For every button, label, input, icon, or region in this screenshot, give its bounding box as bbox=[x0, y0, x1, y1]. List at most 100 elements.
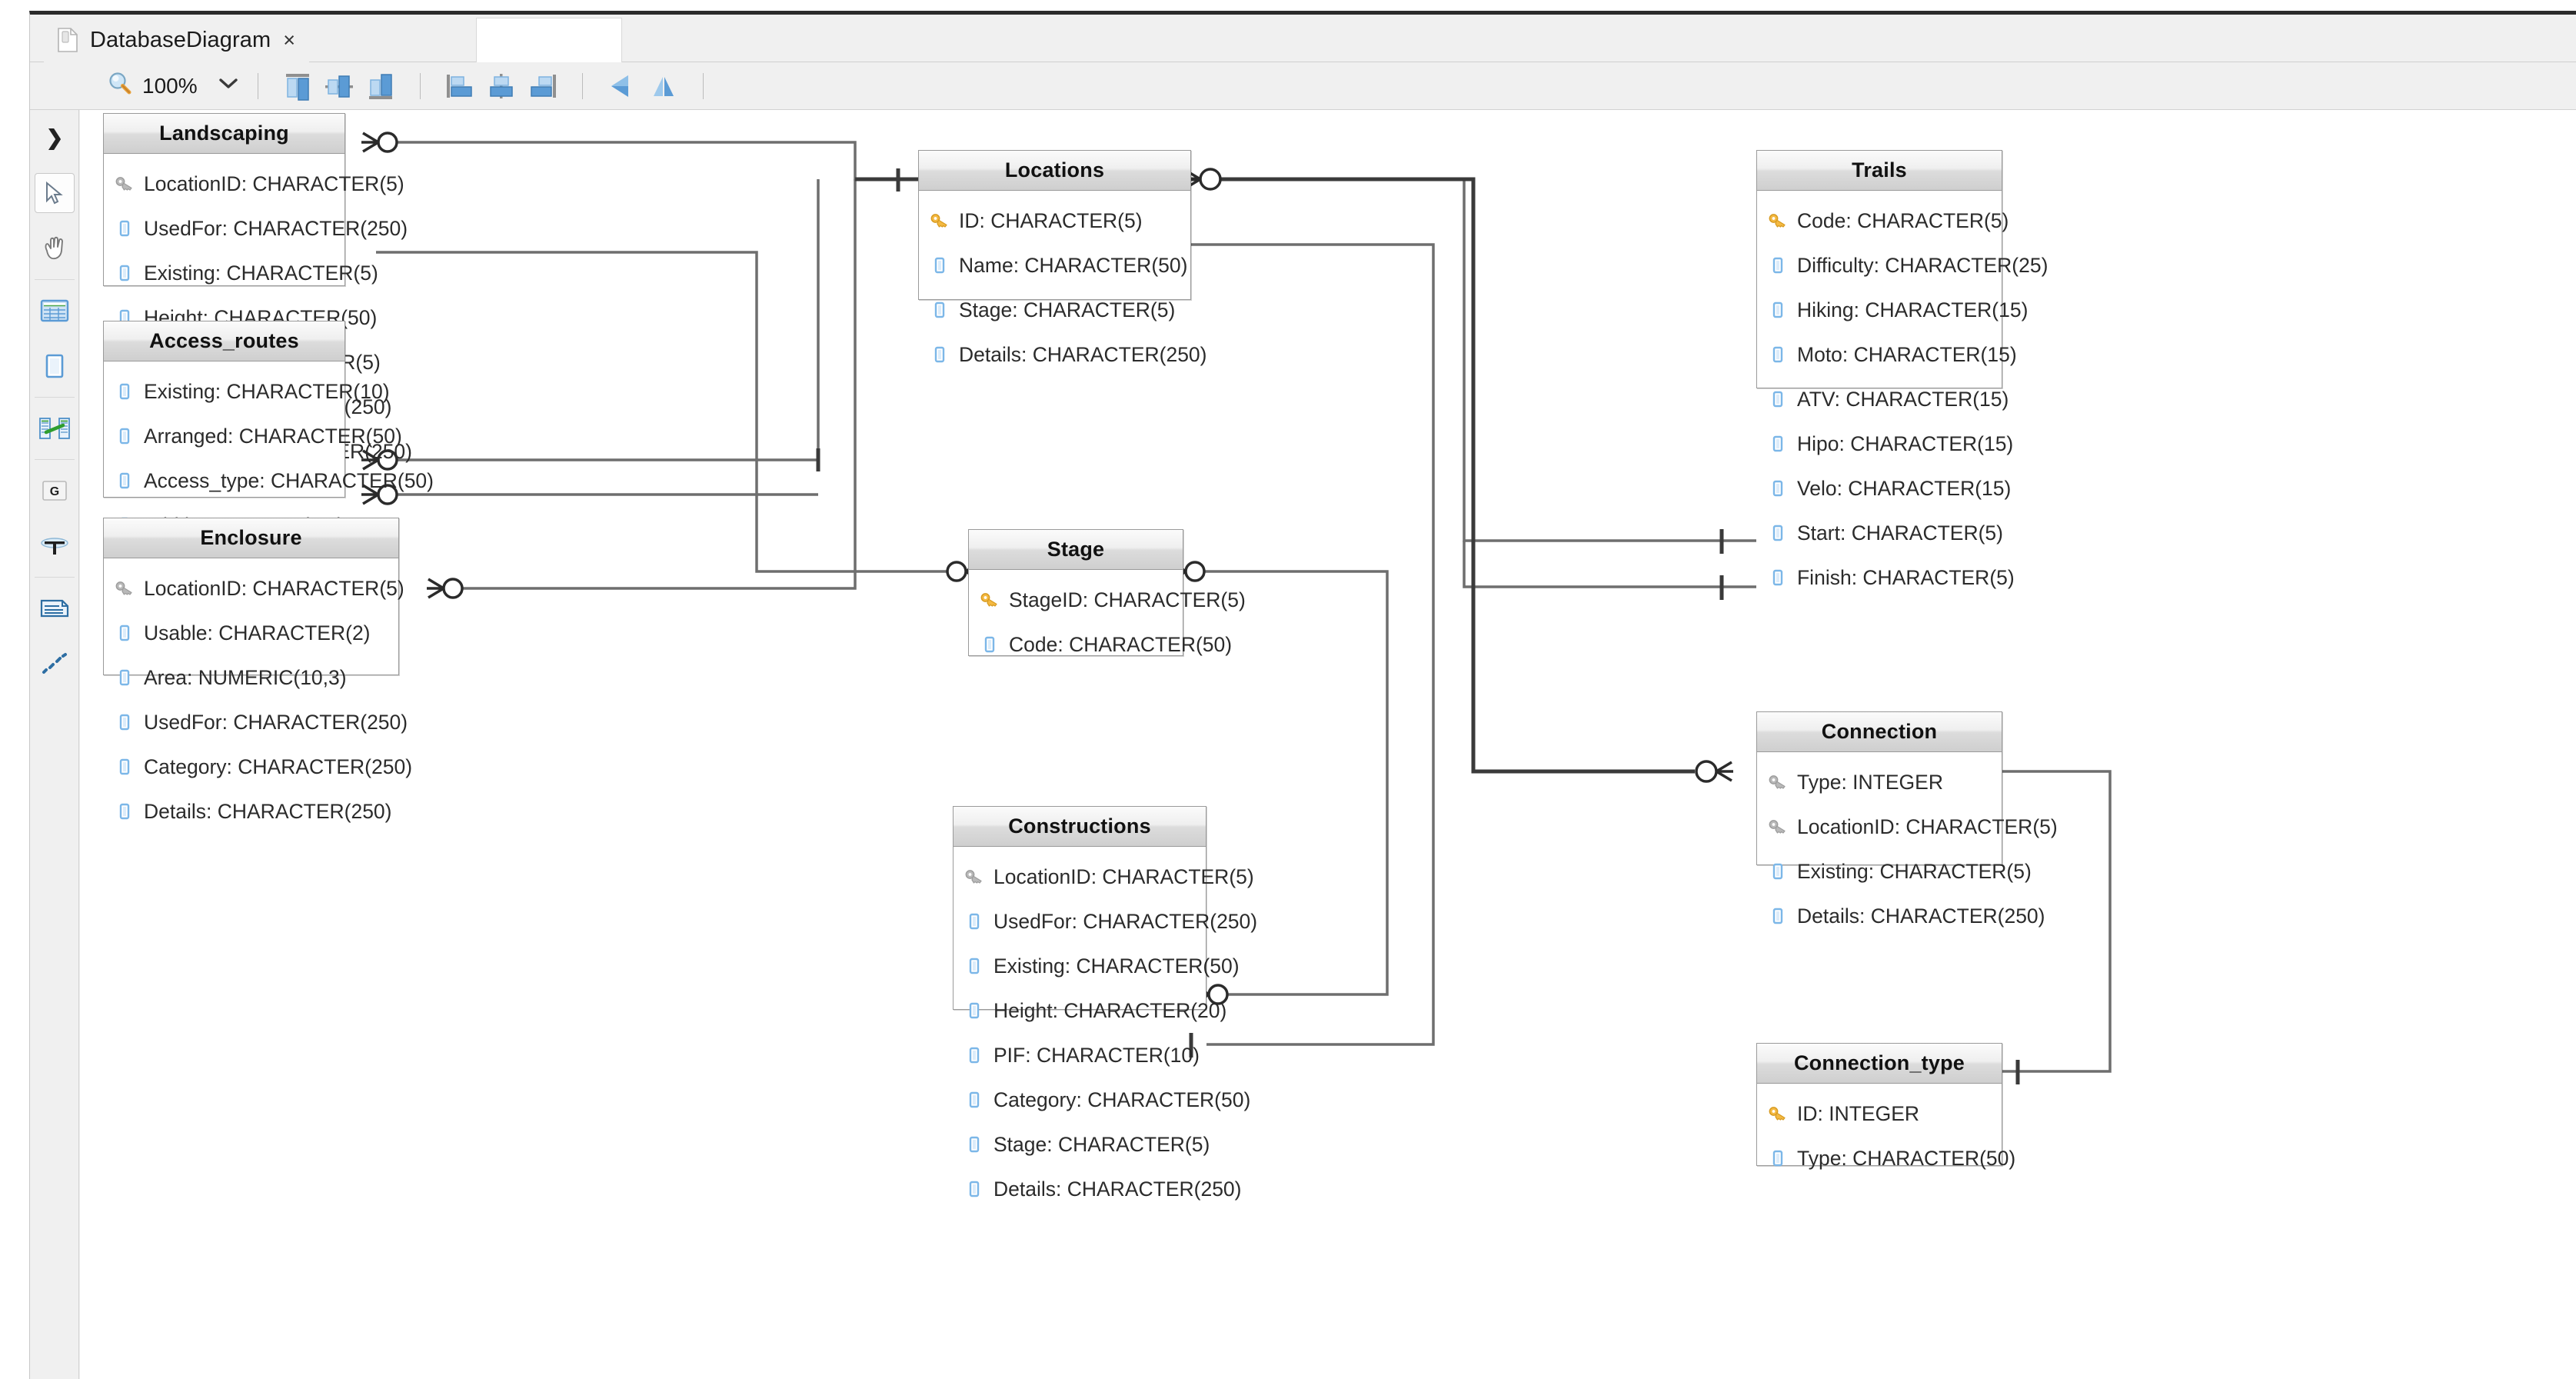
entity-field[interactable]: Details: CHARACTER(250) bbox=[1757, 894, 2045, 938]
text-t-icon bbox=[40, 536, 69, 556]
entity-field[interactable]: Existing: CHARACTER(50) bbox=[954, 944, 1240, 988]
flip-horizontal-icon[interactable] bbox=[601, 68, 643, 104]
text-tool[interactable] bbox=[30, 518, 79, 574]
entity-field[interactable]: Details: CHARACTER(250) bbox=[104, 789, 398, 834]
entity-field-label: Category: CHARACTER(250) bbox=[144, 754, 413, 778]
column-icon bbox=[115, 218, 135, 238]
entity-field[interactable]: Hipo: CHARACTER(15) bbox=[1757, 421, 2013, 466]
column-icon bbox=[964, 911, 984, 931]
column-icon bbox=[1768, 568, 1788, 588]
entity-field[interactable]: LocationID: CHARACTER(5) bbox=[1757, 804, 2058, 849]
entity-field[interactable]: UsedFor: CHARACTER(250) bbox=[104, 700, 408, 744]
entity-field[interactable]: Stage: CHARACTER(5) bbox=[954, 1122, 1210, 1167]
entity-field-label: Code: CHARACTER(50) bbox=[1009, 632, 1233, 656]
entity-field[interactable]: Arranged: CHARACTER(50) bbox=[104, 414, 402, 458]
entity-field[interactable]: Code: CHARACTER(5) bbox=[1757, 198, 2009, 243]
chevron-down-icon[interactable] bbox=[218, 77, 239, 95]
entity-field[interactable]: ID: CHARACTER(5) bbox=[919, 198, 1190, 243]
document-icon bbox=[56, 27, 79, 53]
entity-field[interactable]: ATV: CHARACTER(15) bbox=[1757, 377, 2009, 421]
align-right-icon[interactable] bbox=[360, 68, 401, 104]
entity-field[interactable]: Existing: CHARACTER(10) bbox=[104, 369, 390, 414]
entity-field[interactable]: Difficulty: CHARACTER(25) bbox=[1757, 243, 2048, 288]
entity-field[interactable]: Finish: CHARACTER(5) bbox=[1757, 555, 2015, 600]
select-pointer-tool[interactable] bbox=[30, 165, 79, 221]
entity-field[interactable]: Stage: CHARACTER(5) bbox=[919, 288, 1190, 332]
entity-field[interactable]: LocationID: CHARACTER(5) bbox=[104, 162, 404, 206]
entity-field[interactable]: UsedFor: CHARACTER(250) bbox=[104, 206, 408, 251]
entity-field[interactable]: Existing: CHARACTER(5) bbox=[1757, 849, 2032, 894]
hand-icon bbox=[41, 235, 68, 261]
column-icon bbox=[115, 623, 135, 643]
entity-field[interactable]: UsedFor: CHARACTER(250) bbox=[954, 899, 1257, 944]
entity-field[interactable]: Usable: CHARACTER(2) bbox=[104, 611, 398, 655]
entity-field-label: Details: CHARACTER(250) bbox=[1797, 904, 2045, 928]
align-center-h-icon[interactable] bbox=[318, 68, 360, 104]
flip-vertical-icon[interactable] bbox=[643, 68, 684, 104]
entity-field[interactable]: Name: CHARACTER(50) bbox=[919, 243, 1190, 288]
entity-field[interactable]: Details: CHARACTER(250) bbox=[919, 332, 1207, 377]
column-icon bbox=[964, 1179, 984, 1199]
new-relation-tool[interactable] bbox=[30, 401, 79, 456]
align-left-icon[interactable] bbox=[277, 68, 318, 104]
new-column-tool[interactable] bbox=[30, 338, 79, 394]
palette-expand-button[interactable]: ❯ bbox=[30, 110, 79, 165]
entity-field[interactable]: Moto: CHARACTER(15) bbox=[1757, 332, 2017, 377]
column-icon bbox=[964, 1090, 984, 1110]
entity-field[interactable]: Access_type: CHARACTER(50) bbox=[104, 458, 434, 503]
entity-field[interactable]: Area: NUMERIC(10,3) bbox=[104, 655, 398, 700]
note-tool[interactable] bbox=[30, 581, 79, 636]
column-icon bbox=[1768, 255, 1788, 275]
entity-field[interactable]: LocationID: CHARACTER(5) bbox=[104, 566, 404, 611]
entity-field[interactable]: Category: CHARACTER(50) bbox=[954, 1078, 1250, 1122]
close-icon[interactable]: × bbox=[283, 28, 296, 52]
entity-field[interactable]: ID: INTEGER bbox=[1757, 1091, 2002, 1136]
window-left-gutter bbox=[0, 11, 29, 1379]
entity-field-label: PIF: CHARACTER(10) bbox=[993, 1043, 1200, 1067]
entity-field-label: Name: CHARACTER(50) bbox=[959, 253, 1188, 277]
align-bottom-icon[interactable] bbox=[522, 68, 564, 104]
entity-field-label: Hiking: CHARACTER(15) bbox=[1797, 298, 2029, 321]
align-top-icon[interactable] bbox=[439, 68, 481, 104]
svg-text:G: G bbox=[50, 485, 59, 498]
column-icon bbox=[964, 1134, 984, 1154]
link-line-tool[interactable] bbox=[30, 636, 79, 691]
entity-field[interactable]: Details: CHARACTER(250) bbox=[954, 1167, 1242, 1211]
entity-field[interactable]: Hiking: CHARACTER(15) bbox=[1757, 288, 2028, 332]
entity-field[interactable]: Velo: CHARACTER(15) bbox=[1757, 466, 2011, 511]
tab-database-diagram[interactable]: DatabaseDiagram × bbox=[44, 18, 310, 62]
entity-field[interactable]: Type: CHARACTER(50) bbox=[1757, 1136, 2015, 1181]
entity-field-label: StageID: CHARACTER(5) bbox=[1009, 588, 1246, 611]
entity-field[interactable]: Existing: CHARACTER(5) bbox=[104, 251, 378, 295]
column-icon bbox=[115, 381, 135, 401]
align-middle-v-icon[interactable] bbox=[481, 68, 522, 104]
entity-field[interactable]: PIF: CHARACTER(10) bbox=[954, 1033, 1206, 1078]
entity-field[interactable]: Type: INTEGER bbox=[1757, 760, 2002, 804]
entity-field-label: Details: CHARACTER(250) bbox=[993, 1177, 1242, 1201]
group-tool[interactable]: G bbox=[30, 463, 79, 518]
entity-field[interactable]: Height: CHARACTER(20) bbox=[954, 988, 1226, 1033]
entity-field[interactable]: LocationID: CHARACTER(5) bbox=[954, 854, 1254, 899]
entity-field[interactable]: Code: CHARACTER(50) bbox=[969, 622, 1232, 667]
toolbar-separator-4 bbox=[702, 72, 704, 99]
pk-key-icon bbox=[930, 211, 950, 231]
column-icon bbox=[115, 471, 135, 491]
hand-pan-tool[interactable] bbox=[30, 221, 79, 276]
entity-field[interactable]: Start: CHARACTER(5) bbox=[1757, 511, 2003, 555]
zoom-control[interactable]: 100% bbox=[107, 62, 239, 110]
palette-separator-2 bbox=[34, 397, 75, 398]
entity-field[interactable]: Category: CHARACTER(250) bbox=[104, 744, 412, 789]
new-table-tool[interactable] bbox=[30, 283, 79, 338]
entity-field[interactable]: StageID: CHARACTER(5) bbox=[969, 578, 1246, 622]
